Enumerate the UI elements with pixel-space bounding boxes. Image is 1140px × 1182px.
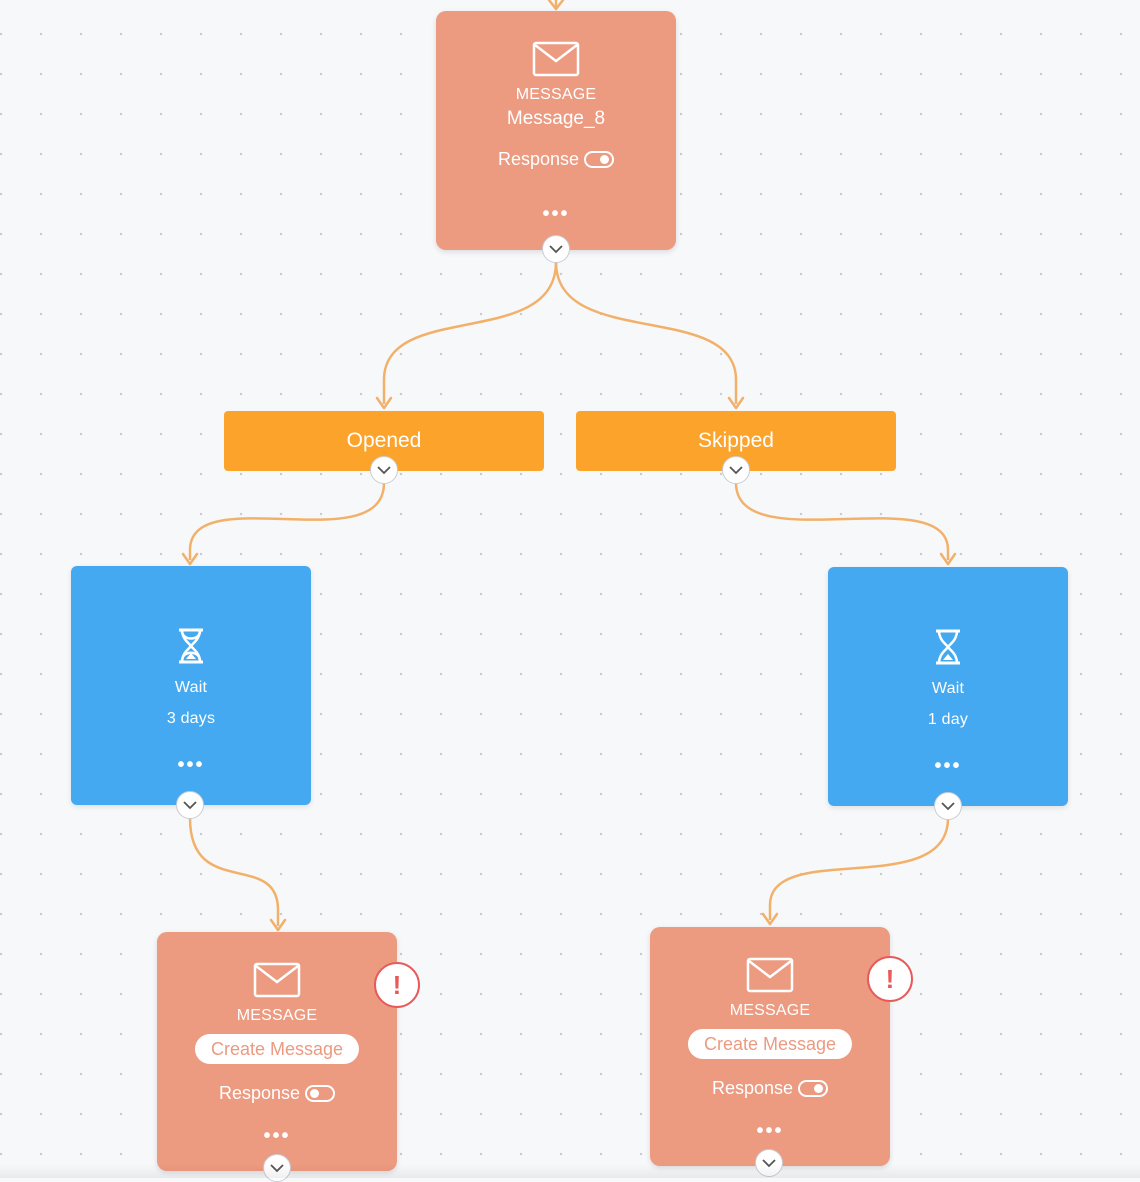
chevron-down-icon bbox=[270, 1163, 284, 1172]
chevron-down-icon bbox=[183, 800, 197, 809]
wait-node-right[interactable]: Wait 1 day ••• bbox=[828, 567, 1068, 806]
expand-button-top[interactable] bbox=[542, 235, 570, 263]
wait-duration: 1 day bbox=[927, 711, 969, 728]
hourglass-icon bbox=[936, 629, 960, 665]
error-alert-icon[interactable]: ! bbox=[867, 956, 913, 1002]
node-type-label: MESSAGE bbox=[515, 86, 597, 103]
connector-wait-right-to-message-right bbox=[768, 817, 950, 920]
expand-button-message-right[interactable] bbox=[755, 1149, 783, 1177]
message-name[interactable]: Message_8 bbox=[506, 108, 606, 129]
more-options-button[interactable]: ••• bbox=[263, 1125, 291, 1147]
node-type-label: Wait bbox=[931, 680, 965, 697]
more-options-button[interactable]: ••• bbox=[756, 1120, 784, 1142]
wait-node-left[interactable]: Wait 3 days ••• bbox=[71, 566, 311, 805]
expand-button-skipped[interactable] bbox=[722, 456, 750, 484]
arrowhead-message-left bbox=[269, 918, 287, 932]
branch-label: Skipped bbox=[698, 429, 774, 452]
response-toggle[interactable] bbox=[798, 1080, 829, 1097]
expand-button-wait-right[interactable] bbox=[934, 792, 962, 820]
message-node-top[interactable]: MESSAGE Message_8 Response ••• bbox=[436, 11, 676, 250]
response-label: Response bbox=[711, 1078, 794, 1098]
chevron-down-icon bbox=[762, 1158, 776, 1167]
response-toggle[interactable] bbox=[584, 151, 615, 168]
response-row[interactable]: Response bbox=[157, 1083, 397, 1104]
message-node-right[interactable]: MESSAGE Create Message Response ••• bbox=[650, 927, 890, 1166]
error-alert-icon[interactable]: ! bbox=[374, 962, 420, 1008]
envelope-icon bbox=[253, 962, 301, 998]
arrowhead-opened bbox=[375, 396, 393, 410]
hourglass-icon bbox=[179, 628, 203, 664]
create-message-button[interactable]: Create Message bbox=[194, 1034, 360, 1064]
connector-opened-to-wait-left bbox=[188, 482, 386, 560]
node-type-label: Wait bbox=[174, 679, 208, 696]
response-label: Response bbox=[218, 1083, 301, 1103]
connector-top-to-skipped bbox=[554, 261, 738, 404]
chevron-down-icon bbox=[377, 465, 391, 474]
branch-label: Opened bbox=[346, 429, 422, 452]
envelope-icon bbox=[746, 957, 794, 993]
create-message-button[interactable]: Create Message bbox=[687, 1029, 853, 1059]
chevron-down-icon bbox=[729, 465, 743, 474]
wait-duration: 3 days bbox=[166, 710, 216, 727]
response-row[interactable]: Response bbox=[650, 1078, 890, 1099]
response-toggle[interactable] bbox=[305, 1085, 336, 1102]
more-options-button[interactable]: ••• bbox=[177, 754, 205, 776]
chevron-down-icon bbox=[941, 801, 955, 810]
envelope-icon bbox=[532, 41, 580, 77]
more-options-button[interactable]: ••• bbox=[934, 755, 962, 777]
connector-top-to-opened bbox=[382, 261, 558, 404]
message-node-left[interactable]: MESSAGE Create Message Response ••• bbox=[157, 932, 397, 1171]
arrowhead-message-right bbox=[761, 912, 779, 926]
expand-button-message-left[interactable] bbox=[263, 1154, 291, 1182]
arrowhead-wait-left bbox=[181, 552, 199, 566]
response-label: Response bbox=[497, 149, 580, 169]
more-options-button[interactable]: ••• bbox=[542, 203, 570, 225]
connector-wait-left-to-message-left bbox=[188, 817, 280, 926]
arrowhead-skipped bbox=[727, 396, 745, 410]
expand-button-wait-left[interactable] bbox=[176, 791, 204, 819]
arrowhead-wait-right bbox=[939, 552, 957, 566]
node-type-label: MESSAGE bbox=[729, 1002, 811, 1019]
chevron-down-icon bbox=[549, 244, 563, 253]
node-type-label: MESSAGE bbox=[236, 1007, 318, 1024]
canvas-bottom-shade bbox=[0, 1164, 1140, 1178]
response-row[interactable]: Response bbox=[436, 149, 676, 170]
arrowhead-incoming-top bbox=[547, 0, 565, 11]
connector-skipped-to-wait-right bbox=[734, 482, 950, 560]
expand-button-opened[interactable] bbox=[370, 456, 398, 484]
